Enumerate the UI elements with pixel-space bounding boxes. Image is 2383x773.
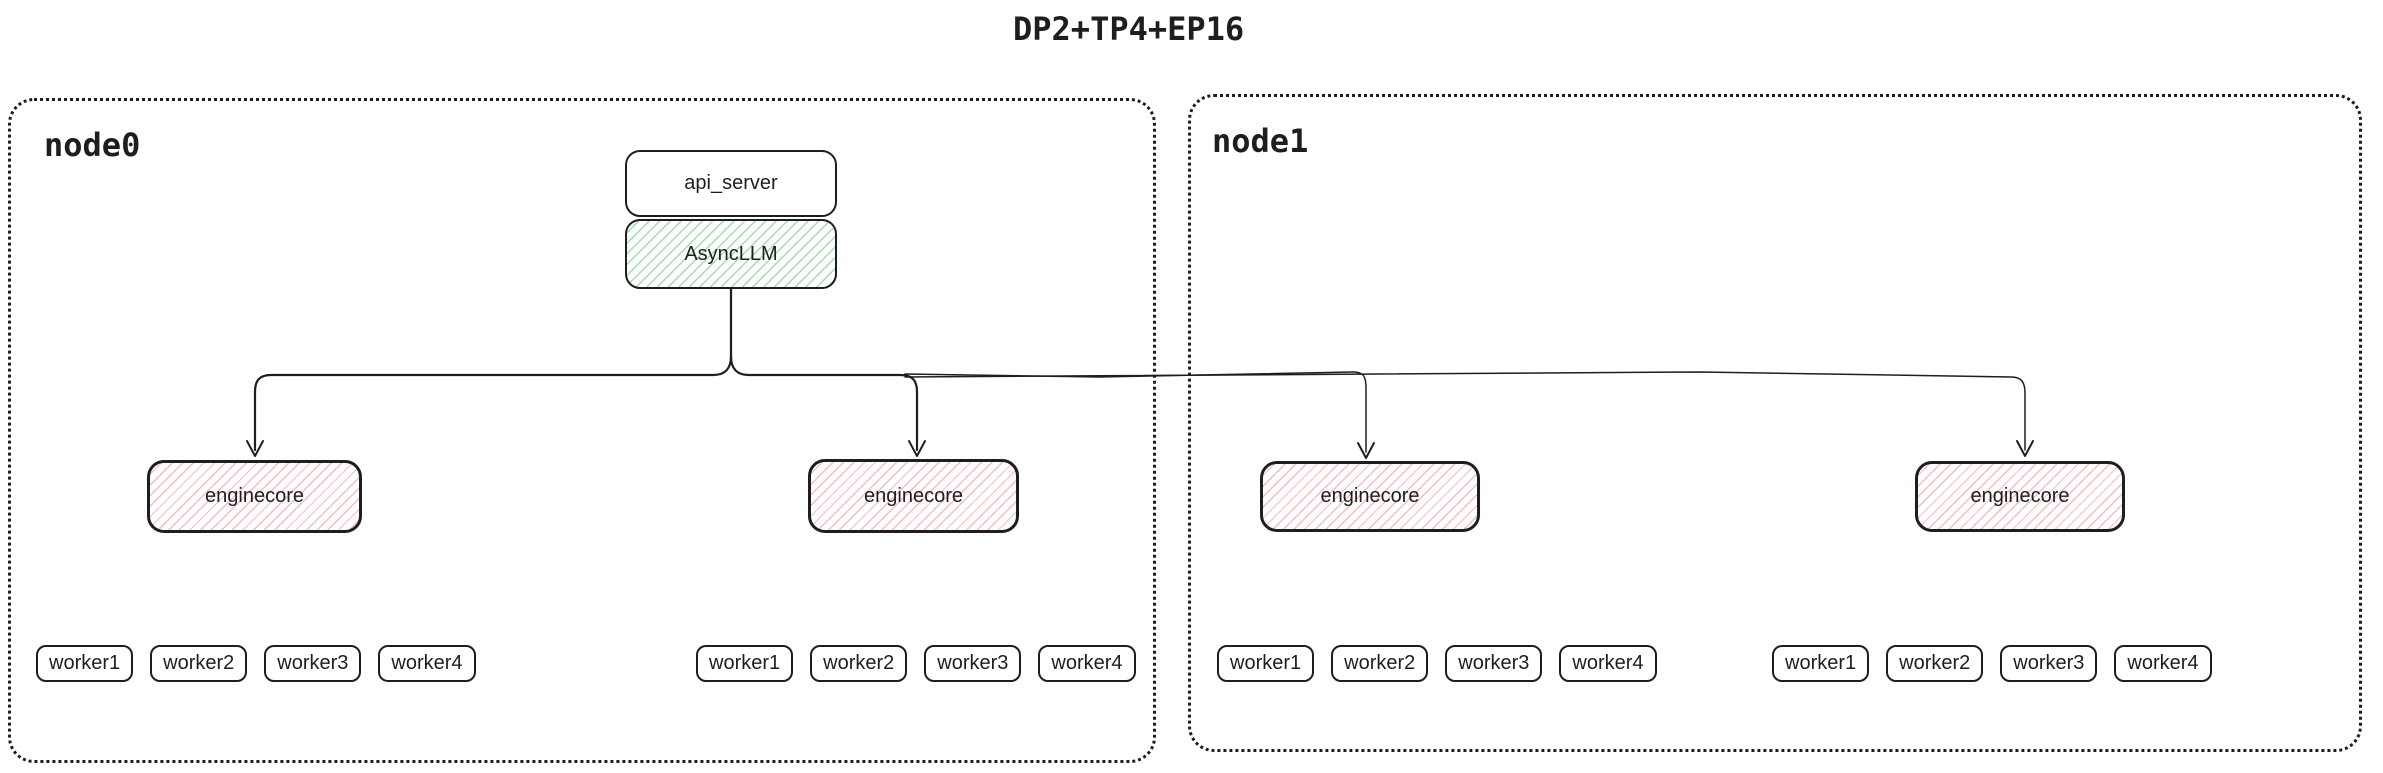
- worker-box: worker3: [924, 645, 1022, 682]
- worker-box: worker3: [1445, 645, 1543, 682]
- worker-group-1: worker1 worker2 worker3 worker4: [36, 645, 476, 682]
- node0-label: node0: [44, 126, 141, 164]
- worker-box: worker4: [378, 645, 476, 682]
- worker-box: worker3: [264, 645, 362, 682]
- worker-box: worker4: [1559, 645, 1657, 682]
- worker-box: worker2: [150, 645, 248, 682]
- worker-box: worker3: [2000, 645, 2098, 682]
- enginecore-box-3: enginecore: [1260, 461, 1480, 532]
- worker-box: worker1: [696, 645, 794, 682]
- enginecore-box-4: enginecore: [1915, 461, 2125, 532]
- api-server-box: api_server: [625, 150, 837, 217]
- worker-box: worker1: [1772, 645, 1870, 682]
- worker-group-3: worker1 worker2 worker3 worker4: [1217, 645, 1657, 682]
- worker-group-4: worker1 worker2 worker3 worker4: [1772, 645, 2212, 682]
- enginecore-box-1: enginecore: [147, 460, 362, 533]
- worker-box: worker4: [1038, 645, 1136, 682]
- node1-label: node1: [1212, 122, 1309, 160]
- enginecore-box-2: enginecore: [808, 459, 1019, 533]
- worker-box: worker1: [36, 645, 134, 682]
- worker-box: worker1: [1217, 645, 1315, 682]
- worker-box: worker2: [1331, 645, 1429, 682]
- worker-box: worker4: [2114, 645, 2212, 682]
- worker-group-2: worker1 worker2 worker3 worker4: [696, 645, 1136, 682]
- diagram-title: DP2+TP4+EP16: [1013, 10, 1245, 48]
- worker-box: worker2: [810, 645, 908, 682]
- worker-box: worker2: [1886, 645, 1984, 682]
- asyncllm-box: AsyncLLM: [625, 219, 837, 289]
